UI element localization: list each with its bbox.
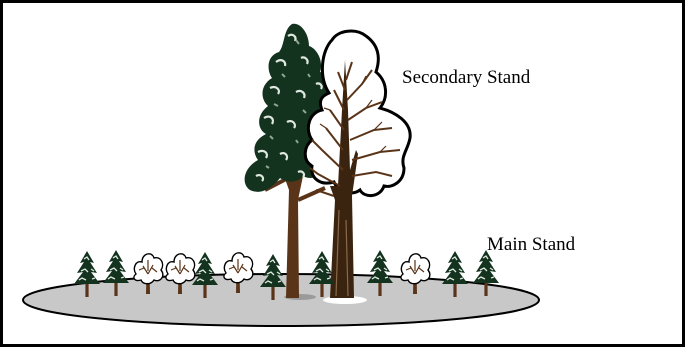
large-bare-tree-icon bbox=[303, 29, 412, 298]
secondary-stand-label: Secondary Stand bbox=[402, 67, 531, 88]
main-stand-label: Main Stand bbox=[487, 234, 576, 255]
